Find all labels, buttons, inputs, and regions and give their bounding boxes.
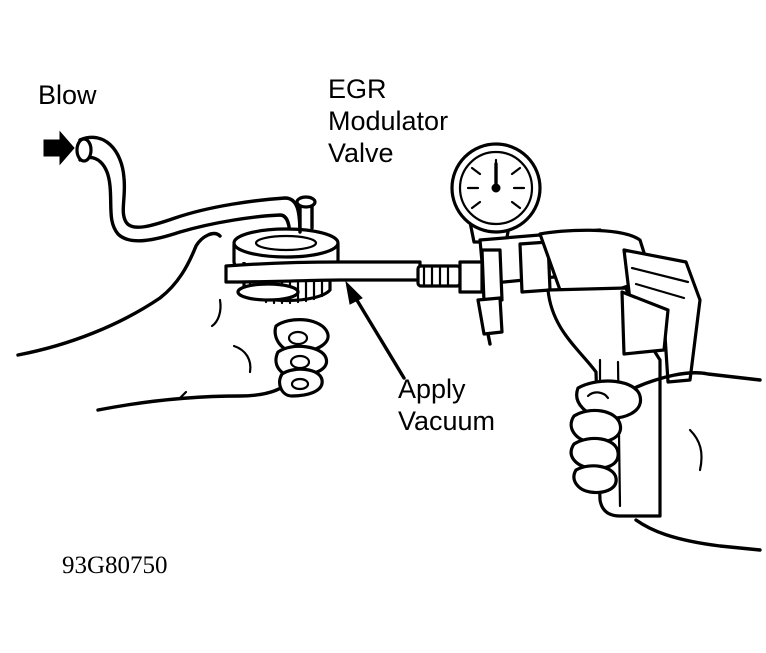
vacuum-gauge (450, 142, 542, 244)
hand-vacuum-pump (476, 228, 702, 518)
apply-vacuum-label-line1: Apply (398, 374, 466, 404)
left-hand (16, 231, 330, 412)
blow-hose (75, 135, 302, 243)
egr-label-line1: EGR (328, 74, 387, 104)
blow-label: Blow (38, 80, 97, 110)
vacuum-hose (224, 260, 484, 294)
egr-label-line2: Modulator (328, 106, 449, 136)
egr-label-line3: Valve (328, 138, 394, 168)
figure-code: 93G80750 (62, 552, 168, 579)
egr-modulator-valve (232, 195, 340, 305)
blow-arrow-icon (43, 130, 75, 166)
right-hand (569, 371, 762, 552)
apply-vacuum-label-line2: Vacuum (398, 406, 496, 436)
apply-vacuum-pointer (345, 280, 406, 380)
